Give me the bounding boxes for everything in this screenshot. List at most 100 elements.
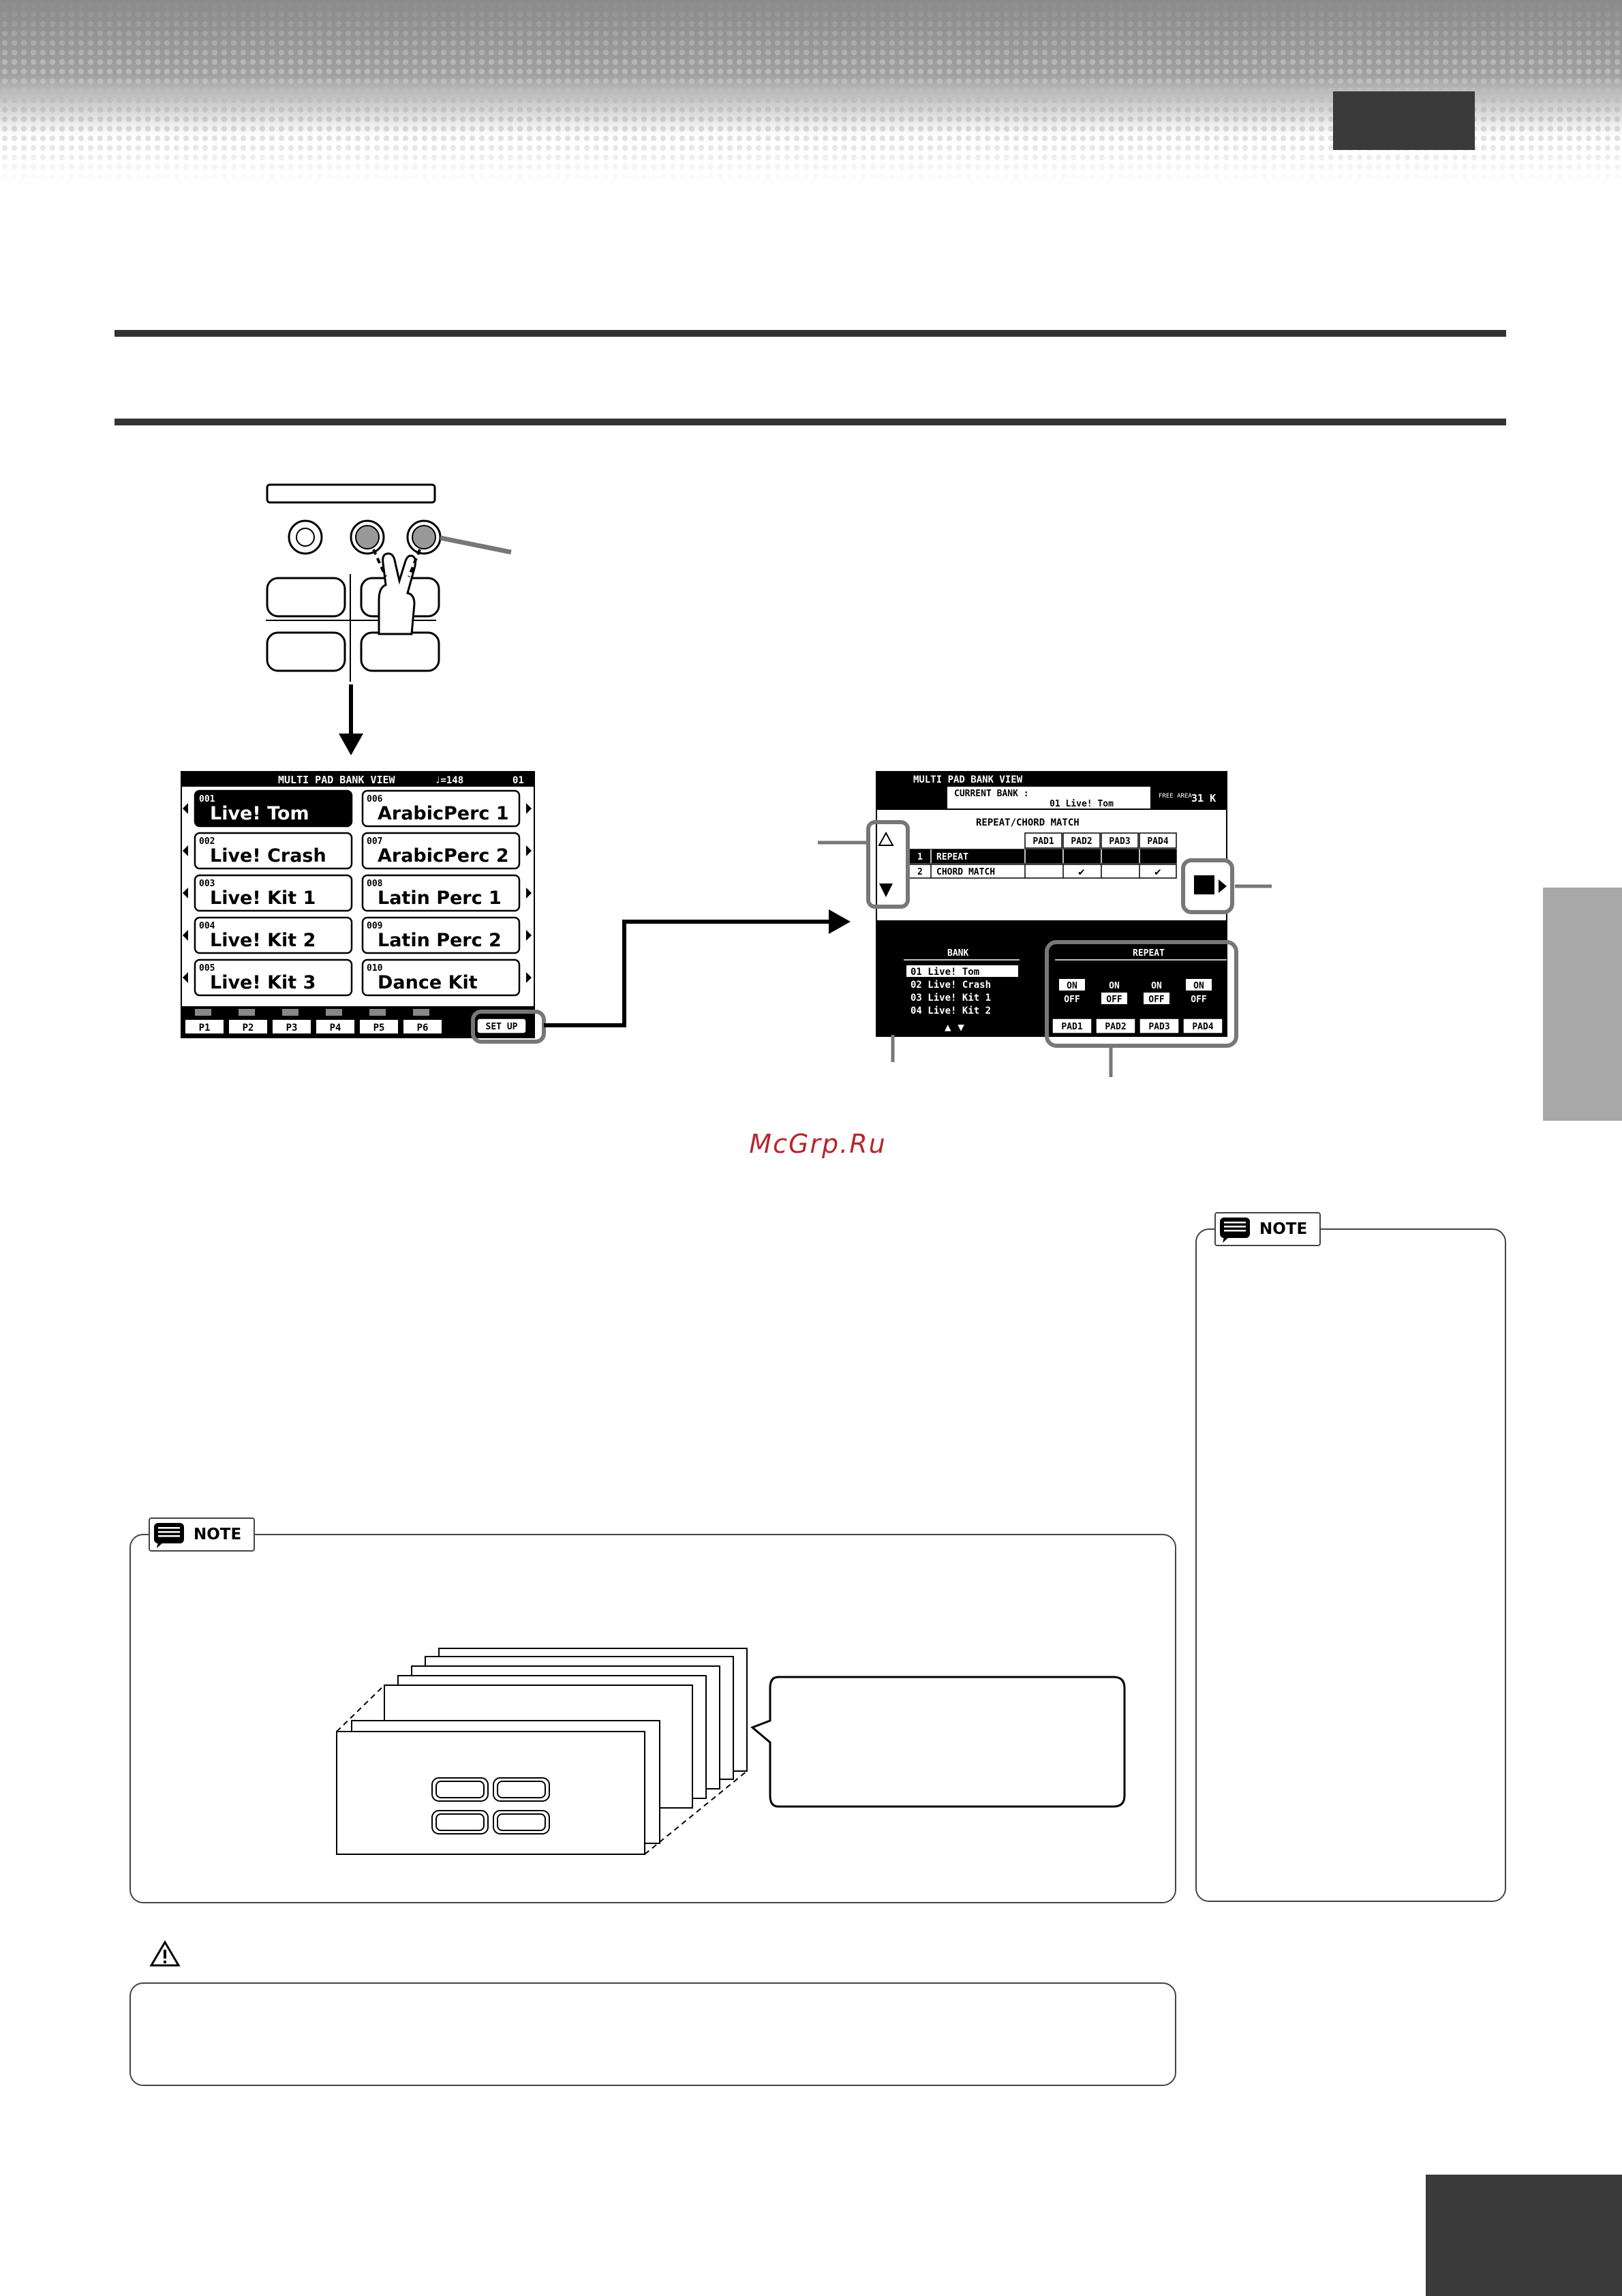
lcd-voice-name: Live! Kit 3: [210, 972, 316, 993]
lcd-page-tab[interactable]: P3: [273, 1009, 311, 1033]
lcd-voice-name: Live! Kit 2: [210, 930, 316, 951]
lcd2-off-label: OFF: [1148, 995, 1165, 1005]
lcd-setup-button[interactable]: SET UP: [486, 1022, 518, 1032]
side-index-tab: [1543, 888, 1622, 1121]
lcd-page-tab[interactable]: P2: [229, 1009, 267, 1033]
lcd2-bank-title: BANK: [947, 948, 968, 958]
lcd2-repeat-title: REPEAT: [1133, 948, 1165, 958]
lcd-page-arrow-icon[interactable]: [183, 972, 188, 983]
lcd2-row-label: REPEAT: [936, 852, 968, 862]
lcd-voice-number: 008: [367, 879, 383, 889]
lcd2-check-mark: ✔: [1154, 865, 1161, 878]
lcd2-pad-button[interactable]: PAD1: [1052, 1018, 1092, 1034]
lcd-voice-name: Live! Kit 1: [210, 888, 316, 909]
lcd2-bank-list: 01 Live! Tom 02 Live! Crash 03 Live! Kit 1…: [906, 965, 1018, 1016]
lcd2-bank-item[interactable]: 02 Live! Crash: [911, 980, 991, 991]
lcd-page-tab-label: P1: [199, 1023, 211, 1033]
lcd-page-tab[interactable]: P5: [360, 1009, 398, 1033]
lcd-voice-number: 007: [367, 836, 382, 847]
section-rule-bottom: [114, 419, 1506, 425]
lcd2-off-label: OFF: [1106, 995, 1122, 1005]
lcd2-pad-button[interactable]: PAD2: [1095, 1018, 1136, 1034]
lcd-page-arrow-icon[interactable]: [526, 888, 532, 898]
lcd-page-arrow-icon[interactable]: [526, 845, 532, 856]
lcd-voice-number: 005: [199, 963, 215, 973]
lcd2-on-label: ON: [1151, 981, 1162, 991]
lcd2-repeat-switch[interactable]: ON OFF: [1186, 979, 1212, 1005]
lcd2-pad-header: PAD4: [1147, 836, 1168, 847]
note-label: NOTE: [194, 1526, 242, 1543]
lcd-page-arrow-icon[interactable]: [183, 803, 188, 814]
arrow-down-icon: [339, 684, 363, 755]
lcd2-on-label: ON: [1067, 981, 1077, 991]
lcd-page-arrow-icon[interactable]: [183, 930, 188, 941]
note-icon: [1220, 1218, 1250, 1243]
lcd-voice-number: 003: [199, 879, 215, 889]
lcd-voice-name: ArabicPerc 2: [378, 845, 509, 866]
lcd2-free-area-value: 31 K: [1191, 792, 1216, 804]
lcd-voice-name: Latin Perc 1: [378, 888, 502, 909]
lcd-page-tab-label: P5: [373, 1023, 385, 1033]
lcd2-on-label: ON: [1109, 981, 1120, 991]
lcd2-pad-header: PAD3: [1109, 836, 1130, 847]
lcd2-section-title: REPEAT/CHORD MATCH: [976, 817, 1080, 828]
lcd2-bank-item[interactable]: 03 Live! Kit 1: [911, 993, 991, 1003]
lcd-voice-name: Dance Kit: [378, 972, 478, 993]
watermark-text[interactable]: McGrp.Ru: [749, 1129, 887, 1159]
lcd-voice-number: 010: [367, 963, 383, 973]
page-number-block: [1426, 2175, 1622, 2296]
lcd2-repeat-switch[interactable]: ON OFF: [1144, 981, 1169, 1005]
lcd-voice-number: 002: [199, 836, 215, 847]
lcd2-scroll-arrows[interactable]: ▲ ▼: [945, 1021, 964, 1033]
caution-box: [129, 1982, 1176, 2086]
lcd-page-arrow-icon[interactable]: [183, 888, 188, 898]
note-badge-main: NOTE: [149, 1517, 256, 1552]
lcd-tempo: ♩=148: [435, 775, 463, 786]
lcd2-pad-button-label: PAD1: [1061, 1022, 1082, 1032]
lcd-page-arrow-icon[interactable]: [526, 972, 532, 983]
lcd2-pad-button[interactable]: PAD3: [1139, 1018, 1180, 1034]
lcd2-repeat-switch[interactable]: ON OFF: [1101, 981, 1127, 1005]
lcd-voice-number: 004: [199, 921, 215, 931]
lcd-page-tab-label: P3: [286, 1023, 298, 1033]
lcd-page-arrow-icon[interactable]: [526, 803, 532, 814]
note-label: NOTE: [1259, 1220, 1308, 1238]
lcd-page-tab-label: P4: [330, 1023, 341, 1033]
note-icon: [154, 1523, 184, 1548]
lcd-voice-number: 009: [367, 921, 382, 931]
lcd2-current-bank-value: 01 Live! Tom: [1050, 799, 1114, 809]
chapter-tab: [1333, 91, 1475, 150]
lcd2-pad-button[interactable]: PAD4: [1182, 1018, 1223, 1034]
lcd2-pad-button-label: PAD4: [1192, 1022, 1213, 1032]
lcd-voice-name: Live! Tom: [210, 803, 309, 824]
lcd-page-arrow-icon[interactable]: [526, 930, 532, 941]
lcd2-bank-item[interactable]: 01 Live! Tom: [911, 967, 979, 978]
lcd2-on-label: ON: [1193, 981, 1204, 991]
lcd-page-tab[interactable]: P1: [185, 1009, 224, 1033]
lcd-voice-number: 001: [199, 794, 215, 804]
lcd2-bank-item[interactable]: 04 Live! Kit 2: [911, 1006, 991, 1016]
lcd-page-tab[interactable]: P4: [316, 1009, 354, 1033]
lcd2-off-label: OFF: [1191, 995, 1207, 1005]
lcd2-free-area-label: FREE AREA: [1159, 793, 1192, 800]
lcd-page-tab[interactable]: P6: [403, 1009, 442, 1033]
lcd-page-arrow-icon[interactable]: [183, 845, 188, 856]
lcd2-check-mark: ✔: [1078, 865, 1085, 878]
